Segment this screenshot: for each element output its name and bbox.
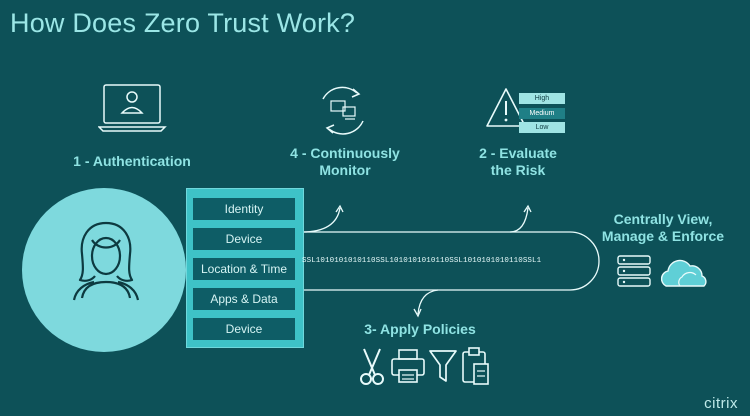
step-central-line1: Centrally View, (613, 211, 713, 227)
attribute-panel: Identity Device Location & Time Apps & D… (186, 188, 304, 348)
scissors-icon (360, 348, 384, 385)
step-monitor-line2: Monitor (319, 162, 371, 178)
monitor-cycle-icon (322, 86, 364, 135)
user-circle (22, 188, 186, 352)
step-central-line2: Manage & Enforce (601, 228, 725, 244)
cloud-icon (660, 259, 707, 287)
risk-high: High (519, 93, 565, 104)
user-icon (72, 221, 140, 301)
page-title: How Does Zero Trust Work? (10, 8, 356, 38)
citrix-logo: citrix (704, 395, 738, 412)
warning-icon (486, 88, 526, 127)
data-stream: SSL1010101010110SSL1010101010110SSL10101… (302, 257, 542, 265)
step-central: Centrally View, Manage & Enforce (598, 211, 728, 245)
step-monitor-line1: 4 - Continuously (290, 145, 400, 161)
step-policies: 3- Apply Policies (364, 321, 476, 337)
attribute-device-2: Device (193, 318, 295, 340)
step-authentication: 1 - Authentication (73, 153, 191, 169)
attribute-identity: Identity (193, 198, 295, 220)
attribute-apps-data: Apps & Data (193, 288, 295, 310)
filter-icon (429, 350, 457, 382)
step-evaluate: 2 - Evaluate the Risk (458, 145, 578, 179)
risk-low: Low (519, 122, 565, 133)
step-evaluate-line1: 2 - Evaluate (479, 145, 557, 161)
laptop-user-icon (98, 84, 167, 132)
step-evaluate-line2: the Risk (490, 162, 546, 178)
attribute-device: Device (193, 228, 295, 250)
risk-medium: Medium (519, 108, 565, 119)
clipboard-icon (462, 347, 489, 385)
step-monitor: 4 - Continuously Monitor (275, 145, 415, 179)
printer-icon (391, 349, 425, 383)
server-icon (617, 255, 651, 287)
attribute-location-time: Location & Time (193, 258, 295, 280)
